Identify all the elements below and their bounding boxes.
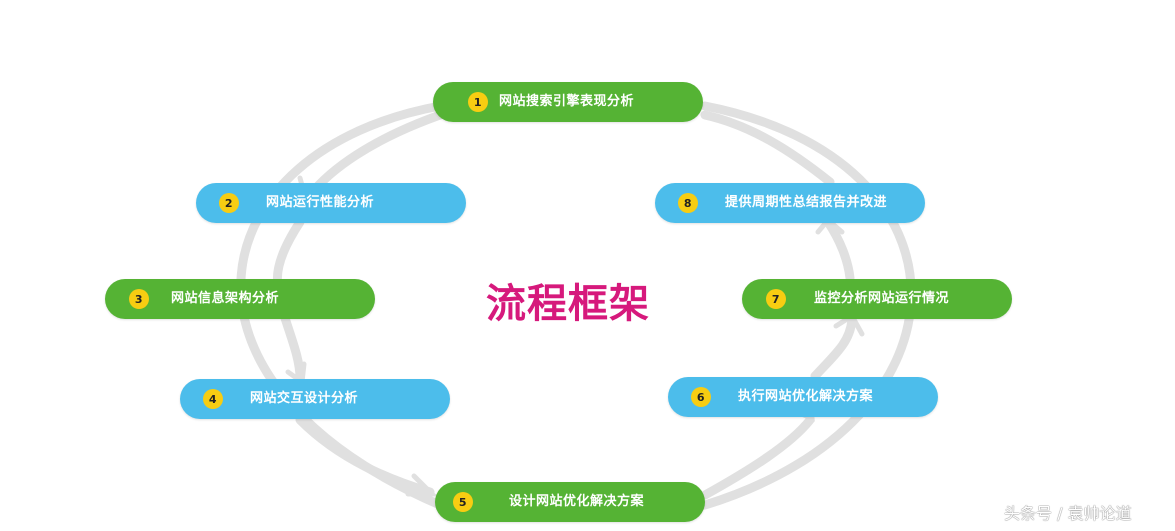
step-6: 6 执行网站优化解决方案 bbox=[668, 377, 938, 417]
step-5: 5 设计网站优化解决方案 bbox=[435, 482, 705, 522]
step-3: 3 网站信息架构分析 bbox=[105, 279, 375, 319]
step-number-badge: 2 bbox=[219, 193, 239, 213]
step-label: 网站运行性能分析 bbox=[266, 195, 375, 210]
step-label: 监控分析网站运行情况 bbox=[814, 291, 950, 306]
step-2: 2 网站运行性能分析 bbox=[196, 183, 466, 223]
step-number-badge: 1 bbox=[468, 92, 488, 112]
step-label: 网站交互设计分析 bbox=[250, 391, 359, 406]
step-number-badge: 3 bbox=[129, 289, 149, 309]
diagram-title: 流程框架 bbox=[486, 281, 650, 327]
step-label: 执行网站优化解决方案 bbox=[738, 389, 874, 404]
step-label: 网站搜索引擎表现分析 bbox=[499, 94, 635, 109]
step-number-badge: 7 bbox=[766, 289, 786, 309]
step-7: 7 监控分析网站运行情况 bbox=[742, 279, 1012, 319]
watermark: 头条号 / 袁帅论道 bbox=[1004, 504, 1132, 523]
step-label: 设计网站优化解决方案 bbox=[509, 494, 645, 509]
step-number-badge: 8 bbox=[678, 193, 698, 213]
step-label: 提供周期性总结报告并改进 bbox=[725, 195, 888, 210]
step-label: 网站信息架构分析 bbox=[171, 291, 280, 306]
step-8: 8 提供周期性总结报告并改进 bbox=[655, 183, 925, 223]
step-1: 1 网站搜索引擎表现分析 bbox=[433, 82, 703, 122]
step-number-badge: 6 bbox=[691, 387, 711, 407]
step-4: 4 网站交互设计分析 bbox=[180, 379, 450, 419]
step-number-badge: 4 bbox=[203, 389, 223, 409]
step-number-badge: 5 bbox=[453, 492, 473, 512]
